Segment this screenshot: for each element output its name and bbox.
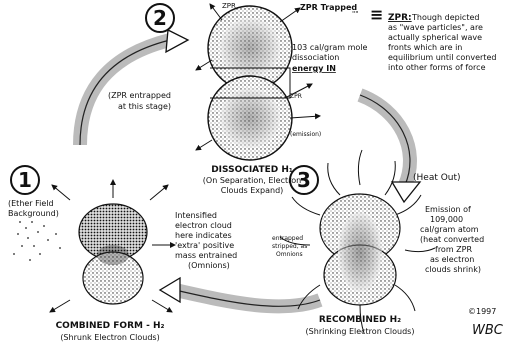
svg-text:109,000: 109,000 [430,215,463,224]
svg-text:electron cloud: electron cloud [175,221,232,230]
svg-text:(ZPR entrapped: (ZPR entrapped [108,91,171,100]
svg-text:(Omnions): (Omnions) [188,261,230,270]
stage-1-marker: 1 [11,166,39,194]
zpr-top-label: ZPR [222,2,236,10]
svg-text:cal/gram atom: cal/gram atom [420,225,479,234]
zpr-note: "" ≡ ZPR: Though depicted as "wave parti… [352,5,496,72]
dissociated-subtitle: (On Separation, Electron Clouds Expand) [203,176,301,195]
ether-label: (Ether Field Background) [8,199,59,218]
svg-text:(Ether Field: (Ether Field [8,199,54,208]
ether-field-dots [13,221,61,261]
svg-text:dissociation: dissociation [292,53,339,62]
svg-text:ZPR:: ZPR: [388,13,412,23]
svg-text:Emission of: Emission of [425,205,471,214]
svg-text:energy IN: energy IN [292,64,336,73]
arrowhead-2 [392,182,420,202]
svg-text:Background): Background) [8,209,59,218]
combined-molecule [50,180,175,312]
svg-text:103 cal/gram mole: 103 cal/gram mole [292,43,368,52]
svg-text:(On Separation, Electron: (On Separation, Electron [203,176,301,185]
zpr-trapped-label: ZPR Trapped [300,3,357,12]
entrapped-label: (ZPR entrapped at this stage) [108,91,171,111]
intensified-label: Intensified electron cloud here indicate… [175,211,237,270]
svg-text:1: 1 [18,168,32,192]
svg-text:here indicates: here indicates [175,231,232,240]
recombined-subtitle: (Shrinking Electron Clouds) [306,327,415,336]
stage-2-marker: 2 [146,4,174,32]
svg-text:Intensified: Intensified [175,211,217,220]
svg-text:fronts which are in: fronts which are in [388,43,462,52]
dissociation-energy-label: 103 cal/gram mole dissociation energy IN [292,43,368,73]
arrowhead-1 [166,30,188,52]
emission-block-label: Emission of 109,000 cal/gram atom (heat … [420,205,484,274]
emission-small-label: (emission) [290,131,321,138]
svg-text:(heat converted: (heat converted [420,235,484,244]
svg-text:from ZPR: from ZPR [435,245,472,254]
svg-text:Though depicted: Though depicted [411,13,479,22]
arrowhead-3 [160,278,180,302]
zpr-small-label: ZPR [290,93,302,100]
recombined-title: RECOMBINED H₂ [319,315,401,325]
svg-text:equilibrium until converted: equilibrium until converted [388,53,496,62]
combined-subtitle: (Shrunk Electron Clouds) [60,333,159,342]
svg-text:Clouds Expand): Clouds Expand) [221,186,284,195]
svg-text:'extra' positive: 'extra' positive [175,241,234,250]
heat-out-label: (Heat Out) [413,173,461,183]
svg-text:2: 2 [153,6,167,30]
entrapped-omnions-label: entrapped stripped, as Omnions [272,235,307,258]
svg-text:"": "" [352,10,358,18]
combined-title: COMBINED FORM - H₂ [56,321,165,331]
svg-text:stripped, as: stripped, as [272,243,307,250]
svg-text:as electron: as electron [430,255,474,264]
svg-text:mass entrained: mass entrained [175,251,237,260]
svg-text:into other forms of force: into other forms of force [388,63,486,72]
svg-text:at this stage): at this stage) [118,102,171,111]
svg-text:entrapped: entrapped [272,235,303,242]
arrow-stage2-to-3 [360,95,410,185]
svg-text:actually spherical wave: actually spherical wave [388,33,482,42]
dissociated-title: DISSOCIATED H₁ [211,165,293,175]
copyright-label: ©1997 [468,307,496,316]
svg-text:Omnions: Omnions [276,251,303,258]
svg-text:as "wave particles", are: as "wave particles", are [388,23,483,32]
signature: WBC [472,323,504,338]
svg-text:clouds shrink): clouds shrink) [425,265,481,274]
svg-text:≡: ≡ [370,5,383,24]
